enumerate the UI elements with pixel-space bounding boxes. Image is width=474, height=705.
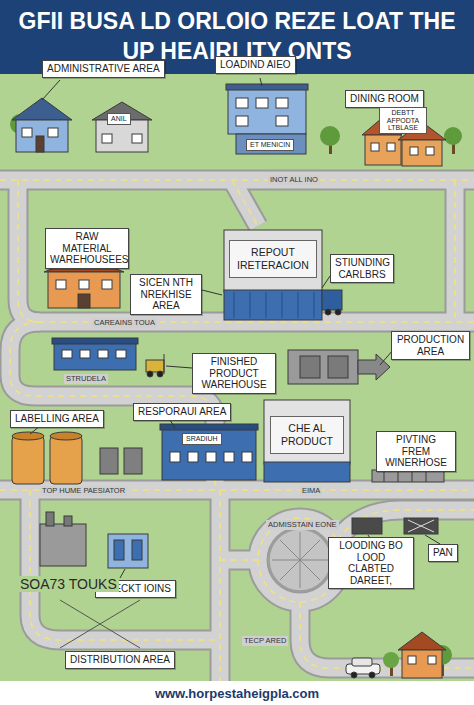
- callout-box: LOADIND AIEO: [215, 56, 296, 74]
- node-text: PAN: [433, 547, 453, 559]
- node-text: PRODUCTION AREA: [396, 334, 465, 357]
- callout-box: ADMINISTRATIVE AREA: [42, 60, 165, 78]
- building-sign: ET MENICIN: [246, 139, 294, 151]
- node-text: LOADIND AIEO: [220, 59, 291, 71]
- node-text: RESPORAUI AREA: [138, 406, 226, 418]
- node-text: LOODING BO LOOD CLABTED DAREET,: [333, 540, 409, 586]
- node-text: SRADIUH: [186, 435, 218, 443]
- node-text: DINING ROOM: [350, 93, 419, 105]
- roads: [0, 180, 474, 681]
- map-label: TOP HUME PAESIATOR: [40, 486, 127, 496]
- node-text: FINISHED PRODUCT WAREHOUSE: [197, 356, 271, 391]
- trees: [10, 114, 462, 676]
- callout-box: STIUNDING CARLBRS: [330, 254, 394, 283]
- building-sign: SRADIUH: [182, 433, 222, 445]
- callout-box: LABELLING AREA: [10, 410, 104, 428]
- node-text: ET MENICIN: [250, 141, 290, 149]
- node-text: ADMINISTRATIVE AREA: [47, 63, 160, 75]
- building-panel: CHE AL PRODUCT: [270, 416, 344, 454]
- map-label: STRUDELA: [64, 374, 108, 384]
- building-sign: ANIL: [107, 113, 131, 125]
- buildings: [12, 84, 446, 678]
- node-text: PIVTING FREM WINERHOSE: [381, 434, 451, 469]
- callout-box: PRODUCTION AREA: [391, 331, 470, 360]
- node-text: LABELLING AREA: [15, 413, 99, 425]
- node-text: REPOUT IRETERACION: [234, 246, 312, 272]
- map-label: INOT ALL INO: [268, 175, 320, 185]
- callout-box: FINISHED PRODUCT WAREHOUSE: [192, 353, 276, 394]
- map-label: ADMISSTAIN EONE: [266, 520, 339, 530]
- map-label: TECP ARED: [242, 636, 288, 646]
- node-text: DEBTT AFPODTA LTBLASE: [383, 109, 423, 132]
- callout-box: PAN: [428, 544, 458, 562]
- caption-text: www.horpestaheigpla.com: [155, 686, 319, 701]
- caption-bar: www.horpestaheigpla.com: [0, 681, 474, 705]
- leader-lines: [30, 78, 440, 578]
- callout-box: RESPORAUI AREA: [133, 403, 231, 421]
- callout-box: PIVTING FREM WINERHOSE: [376, 431, 456, 472]
- node-text: STIUNDING CARLBRS: [335, 257, 389, 280]
- building-sign: DEBTT AFPODTA LTBLASE: [379, 107, 427, 134]
- callout-box: DISTRIBUTION AREA: [65, 651, 175, 669]
- callout-box: SICEN NTH NREKHISE AREA: [130, 274, 202, 315]
- node-text: RAW MATERIAL WAREHOUSEES: [50, 231, 124, 266]
- callout-box: LOODING BO LOOD CLABTED DAREET,: [328, 537, 414, 589]
- callout-box: RAW MATERIAL WAREHOUSEES: [45, 228, 129, 269]
- node-text: SICEN NTH NREKHISE AREA: [135, 277, 197, 312]
- map-label: CAREAINS TOUA: [92, 318, 157, 328]
- node-text: CHE AL PRODUCT: [275, 422, 339, 448]
- map-label: EIMA: [300, 486, 322, 496]
- map-label: SOA73 TOUKS: [18, 576, 119, 592]
- building-panel: REPOUT IRETERACION: [229, 240, 317, 278]
- node-text: DISTRIBUTION AREA: [70, 654, 170, 666]
- node-text: ANIL: [111, 115, 127, 123]
- callout-box: DINING ROOM: [345, 90, 424, 108]
